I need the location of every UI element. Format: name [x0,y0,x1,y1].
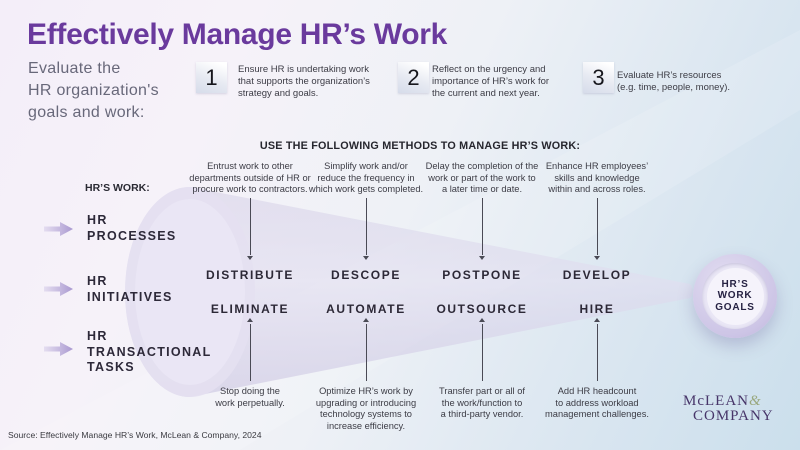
method-bottom-description: Stop doing the work perpetually. [215,386,285,408]
arrow-down-icon [479,256,485,260]
method-bottom-description: Optimize HR’s work by upgrading or intro… [315,386,417,431]
method-top-label: DISTRIBUTE [206,268,294,282]
method-bottom-label: OUTSOURCE [436,302,528,316]
step-number-badge: 3 [583,62,614,93]
method-top-label: DEVELOP [562,268,632,282]
hr-work-item: HR INITIATIVES [87,274,173,304]
connector-line-top [250,198,251,255]
arrow-up-icon [594,318,600,322]
arrow-down-icon [247,256,253,260]
step-description: Evaluate HR’s resources (e.g. time, peop… [617,70,730,93]
method-top-description: Delay the completion of the work or part… [425,161,539,194]
cone-opening-inner [135,199,245,385]
method-bottom-label: HIRE [579,302,615,316]
method-top-label: DESCOPE [331,268,401,282]
logo-name-part1: McLEAN [683,393,749,409]
arrow-down-icon [363,256,369,260]
goals-target-ring: HR’S WORK GOALS [702,263,768,329]
connector-line-bottom [597,324,598,381]
method-bottom-label: AUTOMATE [326,302,406,316]
hr-work-item: HR TRANSACTIONAL TASKS [87,329,212,374]
method-top-description: Enhance HR employees’ skills and knowled… [545,161,649,194]
step-description: Ensure HR is undertaking work that suppo… [238,64,370,99]
step-item: 1 [196,62,227,93]
method-top-description: Entrust work to other departments outsid… [189,161,311,194]
arrow-down-icon [594,256,600,260]
hr-work-label: HR’S WORK: [85,182,150,194]
cone-body [125,187,693,397]
connector-line-bottom [250,324,251,381]
method-bottom-label: ELIMINATE [210,302,290,316]
connector-line-bottom [482,324,483,381]
page-subtitle: Evaluate the HR organization's goals and… [28,60,159,121]
goals-label: HR’S WORK GOALS [715,278,755,313]
connector-line-top [597,198,598,255]
hr-work-goals-target: HR’S WORK GOALS [693,254,777,338]
step-item: 3 [583,62,614,93]
arrow-up-icon [363,318,369,322]
method-bottom-description: Add HR headcount to address workload man… [545,386,649,419]
methods-heading: USE THE FOLLOWING METHODS TO MANAGE HR’S… [259,140,581,152]
step-number-badge: 1 [196,62,227,93]
arrow-right-icon [44,222,73,236]
goals-target-center: HR’S WORK GOALS [706,267,764,325]
method-bottom-description: Transfer part or all of the work/functio… [439,386,525,419]
arrow-right-icon [44,342,73,356]
source-note: Source: Effectively Manage HR’s Work, Mc… [8,430,262,440]
logo-ampersand: & [749,393,762,409]
connector-line-top [366,198,367,255]
connector-line-top [482,198,483,255]
hr-work-item: HR PROCESSES [87,213,177,243]
arrow-up-icon [479,318,485,322]
step-description: Reflect on the urgency and importance of… [432,64,550,99]
connector-line-bottom [366,324,367,381]
arrow-up-icon [247,318,253,322]
logo-name-part2: COMPANY [693,408,774,424]
step-number-badge: 2 [398,62,429,93]
arrow-right-icon [44,282,73,296]
method-top-label: POSTPONE [442,268,522,282]
page-title: Effectively Manage HR’s Work [27,18,448,51]
method-top-description: Simplify work and/or reduce the frequenc… [308,161,424,194]
company-logo: McLEAN& COMPANY [683,393,774,425]
step-item: 2 [398,62,429,93]
